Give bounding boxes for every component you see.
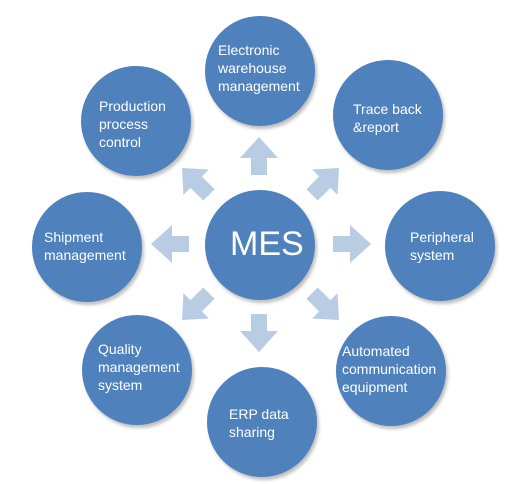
node-label-line: warehouse	[218, 60, 287, 76]
node-label-line: Trace back	[353, 101, 422, 117]
node-label-line: Peripheral	[410, 229, 474, 245]
node-label-line: management	[218, 78, 300, 94]
node-label-line: sharing	[229, 424, 275, 440]
node-label-line: Shipment	[44, 229, 104, 245]
node-label-line: equipment	[342, 379, 408, 395]
node-shipment-management: Shipment management	[32, 192, 142, 302]
node-label-line: management	[98, 359, 180, 375]
node-peripheral-system: Peripheral system	[385, 191, 495, 301]
node-label-line: Production	[99, 98, 166, 114]
arrow-down-left	[182, 287, 215, 320]
node-label-line: process	[99, 116, 149, 132]
node-label-line: system	[410, 247, 455, 263]
arrow-down	[240, 314, 278, 352]
node-label-line: ERP data	[229, 406, 289, 422]
node-label-line: Electronic	[218, 42, 280, 58]
node-erp-data-sharing: ERP data sharing	[207, 367, 317, 477]
node-label-line: communication	[342, 361, 437, 377]
arrow-down-right	[306, 287, 339, 320]
node-label-line: Quality	[98, 341, 142, 357]
arrow-right	[333, 225, 371, 263]
arrow-left	[151, 225, 189, 263]
node-label-line: management	[44, 247, 126, 263]
node-label-line: &report	[353, 119, 399, 135]
node-electronic-warehouse: Electronic warehouse management	[205, 16, 315, 126]
arrow-up	[240, 137, 278, 175]
node-label-line: control	[99, 134, 142, 150]
node-quality-management: Quality management system	[82, 315, 192, 425]
node-production-process: Production process control	[81, 66, 191, 176]
node-trace-back: Trace back &report	[333, 60, 443, 170]
node-automated-communication: Automated communication equipment	[336, 316, 446, 426]
arrow-up-left	[182, 168, 215, 201]
node-label-line: system	[98, 377, 143, 393]
center-node: MES	[205, 190, 315, 300]
center-label: MES	[230, 225, 304, 263]
node-label-line: Automated	[342, 343, 410, 359]
arrow-up-right	[306, 168, 339, 201]
